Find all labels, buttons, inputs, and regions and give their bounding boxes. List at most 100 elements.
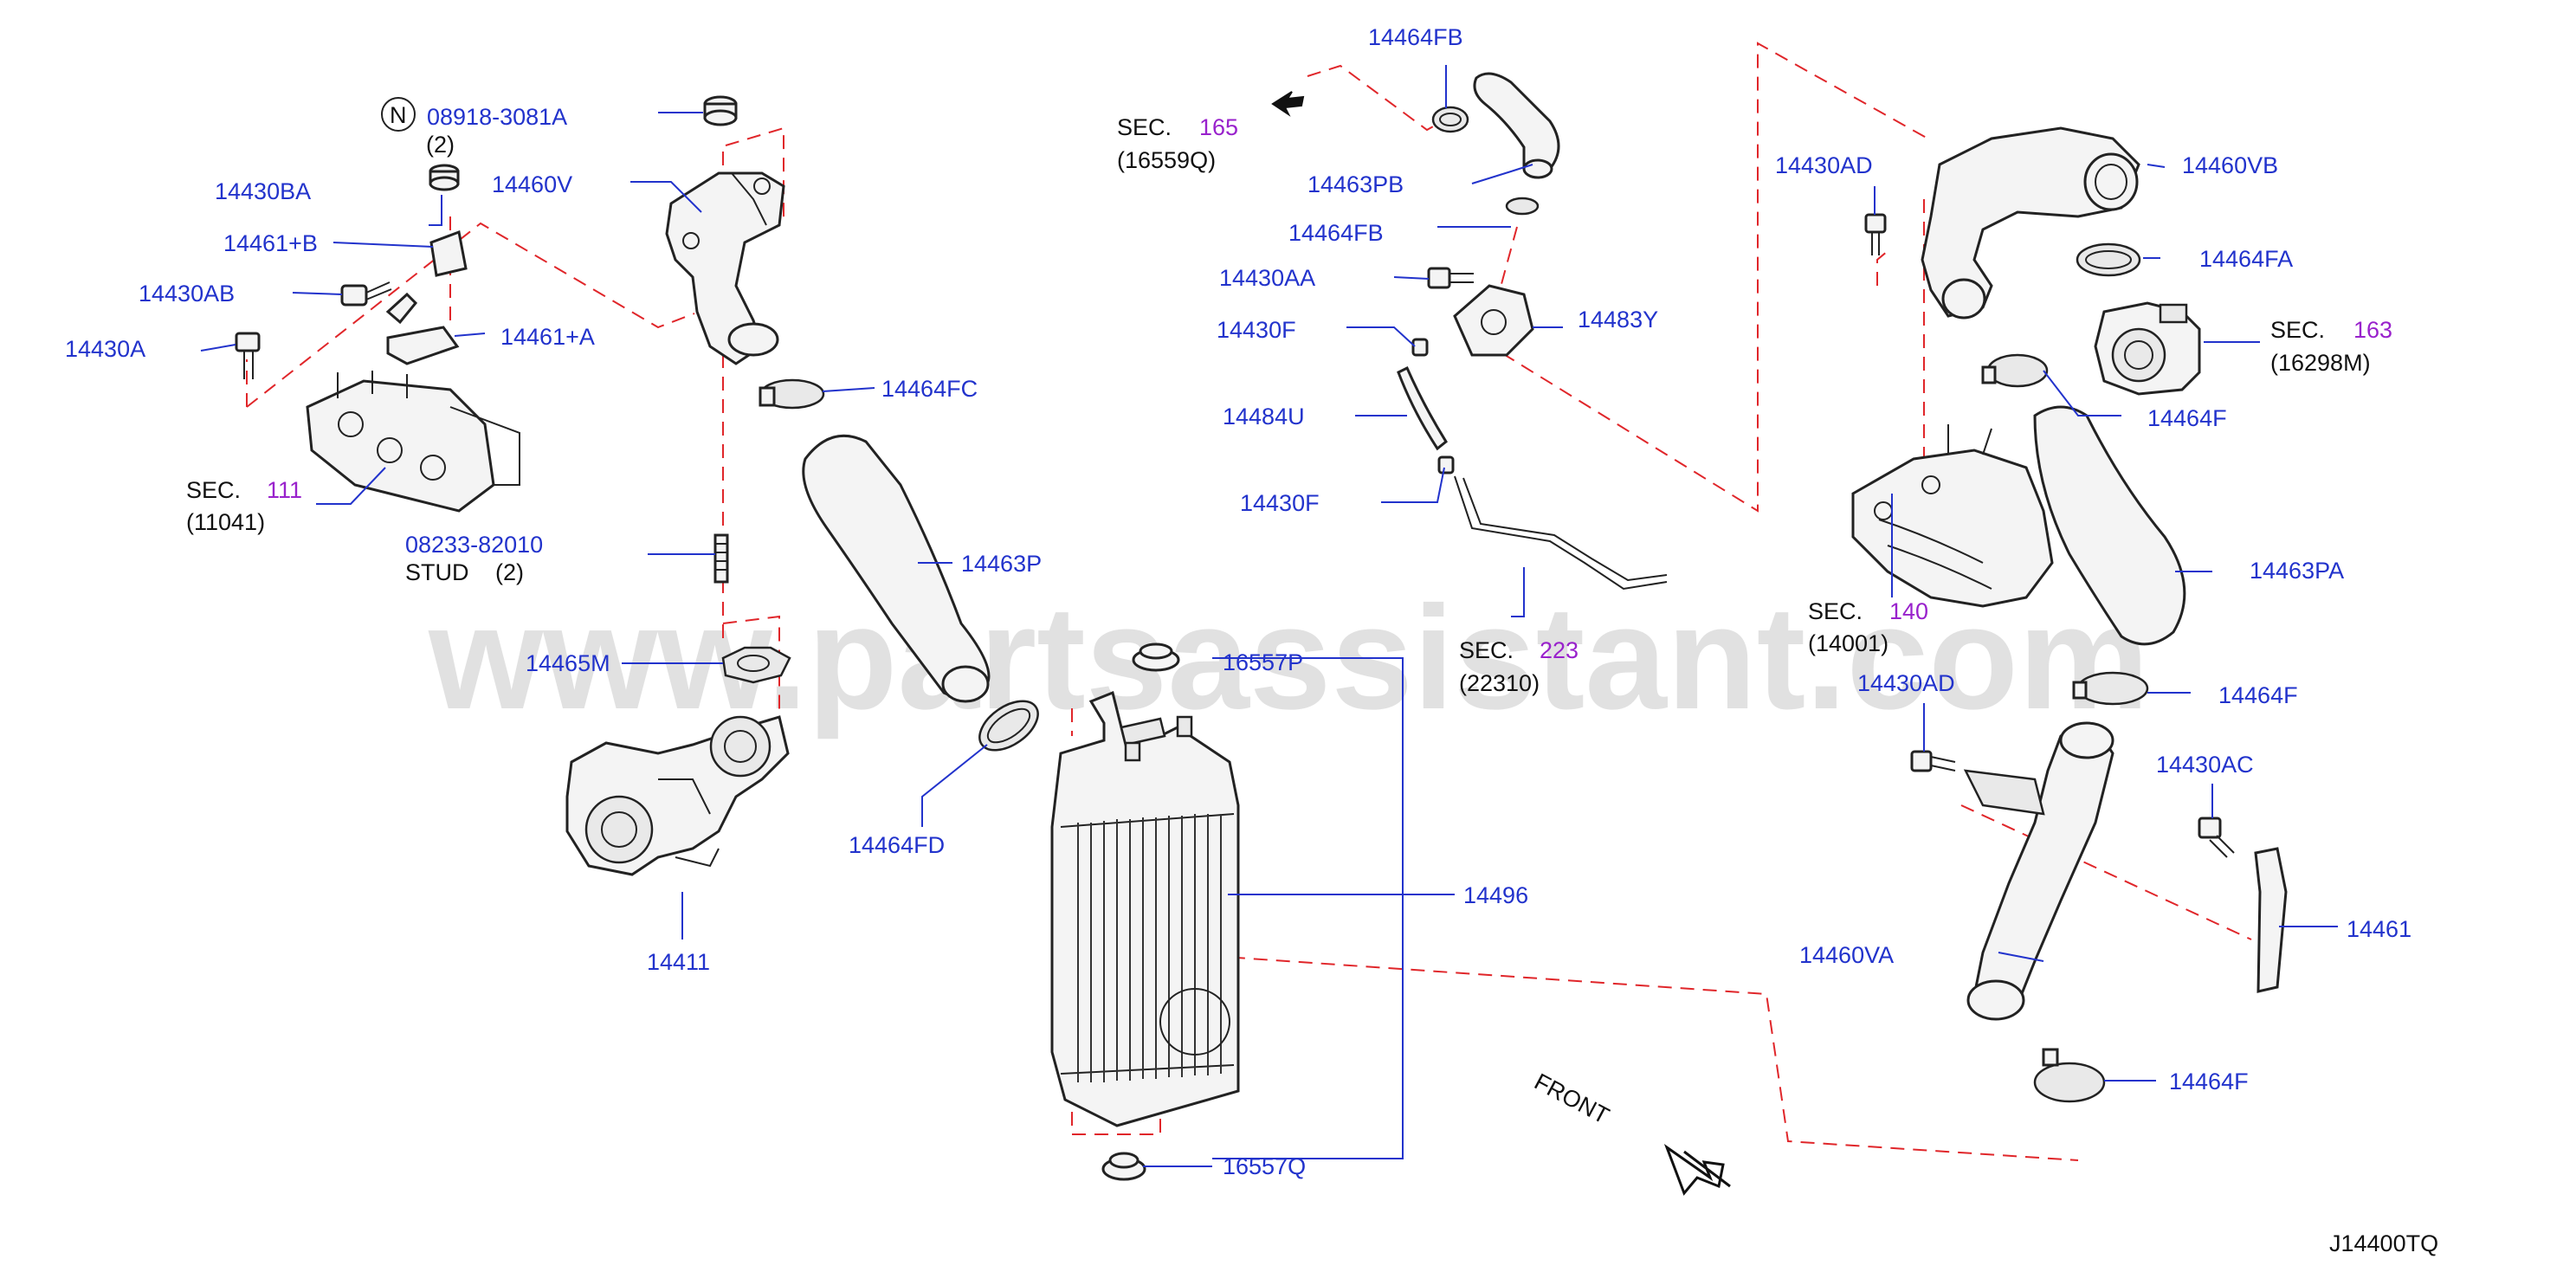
part-label-14430ba[interactable]: 14430BA xyxy=(215,178,311,204)
bolt-icon xyxy=(1427,267,1474,289)
part-label-14464fa[interactable]: 14464FA xyxy=(2199,246,2293,272)
nut-icon xyxy=(703,95,738,126)
clamp-icon xyxy=(2033,1048,2106,1103)
part-label-14464fd[interactable]: 14464FD xyxy=(849,832,945,858)
sec-code-14001: (14001) xyxy=(1808,630,1888,656)
part-label-14464fb-2[interactable]: 14464FB xyxy=(1288,220,1384,246)
clamp-icon xyxy=(1981,353,2049,388)
clamp-icon xyxy=(1431,106,1469,133)
part-label-14411[interactable]: 14411 xyxy=(647,949,710,975)
bolt-icon xyxy=(1864,213,1887,255)
clamp-icon xyxy=(2072,671,2149,706)
sec-code-11041: (11041) xyxy=(186,509,265,535)
sec-label: SEC. xyxy=(1808,598,1863,624)
clamp-icon xyxy=(1505,197,1540,216)
intercooler-hose-drawing xyxy=(802,434,991,703)
bolt-icon xyxy=(235,332,261,379)
clamp-icon xyxy=(2076,242,2141,277)
part-label-14430f[interactable]: 14430F xyxy=(1217,317,1296,343)
gasket-icon xyxy=(721,646,791,684)
part-label-14463pa[interactable]: 14463PA xyxy=(2250,558,2344,584)
bolt-icon xyxy=(340,281,392,307)
part-label-16557p[interactable]: 16557P xyxy=(1223,649,1303,675)
part-label-14496[interactable]: 14496 xyxy=(1463,882,1528,908)
bracket-icon xyxy=(2254,847,2288,993)
bracket-icon xyxy=(429,229,468,277)
part-label-14484u[interactable]: 14484U xyxy=(1223,404,1305,429)
bolt-icon xyxy=(1910,750,1956,772)
part-label-14461[interactable]: 14461 xyxy=(2347,916,2411,942)
hose-icon xyxy=(2033,405,2186,646)
part-label-14430ac[interactable]: 14430AC xyxy=(2156,752,2254,778)
pipe-icon xyxy=(1462,477,1668,582)
part-label-14464fb[interactable]: 14464FB xyxy=(1368,24,1463,50)
sec-label: SEC. xyxy=(1459,637,1514,663)
clamp-icon xyxy=(978,700,1039,752)
qty-label: (2) xyxy=(426,132,455,158)
part-label-16557q[interactable]: 16557Q xyxy=(1223,1153,1306,1179)
clamp-icon xyxy=(759,378,825,410)
part-label-14460vb[interactable]: 14460VB xyxy=(2182,152,2278,178)
part-label-14464f-2[interactable]: 14464F xyxy=(2218,682,2298,708)
footer-code: J14400TQ xyxy=(2329,1230,2438,1256)
leader-lines xyxy=(200,65,2338,1167)
sec-ref-163[interactable]: 163 xyxy=(2353,317,2392,343)
sec-ref-140[interactable]: 140 xyxy=(1889,598,1928,624)
front-label: FRONT xyxy=(1530,1069,1613,1129)
part-label-08918-3081a[interactable]: 08918-3081A xyxy=(427,104,567,130)
sec-code-16298m: (16298M) xyxy=(2270,350,2371,376)
sec-ref-165[interactable]: 165 xyxy=(1199,114,1238,140)
part-label-14430f-2[interactable]: 14430F xyxy=(1240,490,1320,516)
sec-label: SEC. xyxy=(2270,317,2325,343)
n-circle-icon xyxy=(381,97,416,132)
part-label-14430a[interactable]: 14430A xyxy=(65,336,145,362)
sec-ref-111[interactable]: 111 xyxy=(267,477,302,503)
sec-label: SEC. xyxy=(186,477,241,503)
part-label-14464fc[interactable]: 14464FC xyxy=(881,376,978,402)
stud-label: STUD xyxy=(405,559,469,585)
bolt-icon xyxy=(2198,817,2235,858)
part-label-14460v[interactable]: 14460V xyxy=(492,171,572,197)
part-label-14464f-3[interactable]: 14464F xyxy=(2169,1069,2249,1095)
exhaust-manifold-drawing xyxy=(306,371,520,513)
grommet-icon xyxy=(1101,1152,1146,1181)
part-label-14463pb[interactable]: 14463PB xyxy=(1307,171,1404,197)
part-label-14430ab[interactable]: 14430AB xyxy=(139,281,235,307)
part-label-14483y[interactable]: 14483Y xyxy=(1578,307,1658,333)
part-label-14460va[interactable]: 14460VA xyxy=(1799,942,1894,968)
air-pipe-drawing xyxy=(1921,126,2140,320)
nut-icon xyxy=(429,164,460,191)
part-label-14465m[interactable]: 14465M xyxy=(526,650,610,676)
part-label-14464f[interactable]: 14464F xyxy=(2147,405,2227,431)
hose-icon xyxy=(1473,72,1560,179)
hose-icon xyxy=(1397,365,1448,451)
sec-ref-223[interactable]: 223 xyxy=(1540,637,1579,663)
part-label-14430ad-2[interactable]: 14430AD xyxy=(1857,670,1955,696)
small-clamp-icon xyxy=(1437,455,1455,475)
part-label-14430aa[interactable]: 14430AA xyxy=(1219,265,1315,291)
sec-code-16559q: (16559Q) xyxy=(1117,147,1216,173)
qty-label: (2) xyxy=(495,559,524,585)
throttle-body-drawing xyxy=(2094,301,2201,396)
grommet-icon xyxy=(1132,642,1180,672)
part-drawings xyxy=(235,72,2288,1181)
part-label-08233-82010[interactable]: 08233-82010 xyxy=(405,532,543,558)
arrow-icon xyxy=(1271,91,1305,117)
bracket-arm-icon xyxy=(385,292,418,325)
part-label-14463p[interactable]: 14463P xyxy=(961,551,1042,577)
front-arrow-icon xyxy=(1663,1143,1731,1196)
small-clamp-icon xyxy=(1411,338,1429,357)
intercooler-drawing xyxy=(1050,690,1240,1127)
part-label-14461-a[interactable]: 14461+A xyxy=(500,324,595,350)
pipe-icon xyxy=(1454,475,1668,591)
air-pipe-drawing xyxy=(1963,721,2114,1021)
turbocharger-drawing xyxy=(565,715,790,876)
connector-icon xyxy=(1453,284,1534,357)
part-label-14461-b[interactable]: 14461+B xyxy=(223,230,318,256)
part-labels: 08918-3081A (2) 14430BA 14461+B 14430AB … xyxy=(65,24,2411,1179)
bracket-icon xyxy=(386,326,460,365)
n-circle-letter: N xyxy=(390,102,407,128)
sec-label: SEC. xyxy=(1117,114,1172,140)
part-label-14430ad[interactable]: 14430AD xyxy=(1775,152,1873,178)
